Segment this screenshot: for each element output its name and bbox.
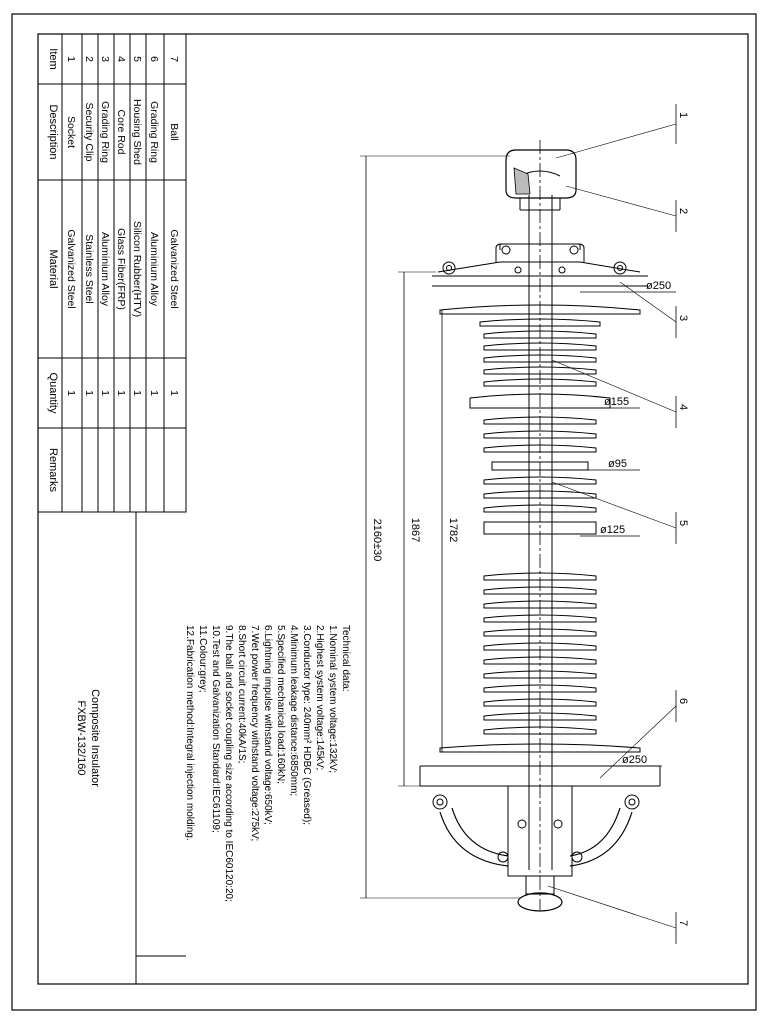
drawing-code: FXBW-132/160	[75, 700, 87, 775]
row-6-quantity: 1	[148, 390, 160, 396]
callout-7: 7	[677, 920, 689, 926]
row-5-item: 5	[131, 56, 143, 62]
inner-border	[37, 33, 749, 985]
row-4-item: 4	[115, 56, 127, 62]
technical-data-line: 6.Lightning impulse withstand voltage:65…	[262, 625, 273, 825]
row-3-description: Grading Ring	[99, 101, 111, 163]
row-4-quantity: 1	[115, 390, 127, 396]
row-5-quantity: 1	[131, 390, 143, 396]
row-7-quantity: 1	[168, 390, 180, 396]
row-1-material: Galvanized Steel	[65, 229, 77, 308]
header-material: Material	[47, 249, 59, 288]
row-3-item: 3	[99, 56, 111, 62]
callout-2: 2	[677, 208, 689, 214]
row-7-item: 7	[168, 56, 180, 62]
technical-data-line: 10.Test and Galvanization Standard:IEC61…	[210, 625, 221, 833]
ball-fitting	[517, 875, 563, 912]
row-5-material: Silicon Rubber(HTV)	[131, 221, 143, 317]
row-1-description: Socket	[65, 116, 77, 148]
row-3-quantity: 1	[99, 390, 111, 396]
technical-data-heading: Technical data:	[340, 625, 351, 692]
row-7-description: Ball	[168, 123, 180, 141]
row-2-material: Stainless Steel	[83, 234, 95, 303]
row-1-item: 1	[65, 56, 77, 62]
callouts: 1 2 3 4 5 6 7	[547, 104, 689, 944]
row-7-material: Galvanized Steel	[168, 229, 180, 308]
technical-data-line: 11.Colour:grey;	[197, 625, 208, 693]
callout-1: 1	[677, 112, 689, 118]
technical-data-line: 8.Short circuit current:40kA/1S;	[236, 625, 247, 763]
callout-6: 6	[677, 698, 689, 704]
technical-data-line: 1.Nominal system voltage:132kV;	[327, 625, 338, 773]
dimension-large-shed: ø155	[604, 396, 629, 408]
callout-4: 4	[677, 404, 689, 410]
outer-border	[11, 13, 757, 1011]
dimension-overall: 2160±30	[371, 519, 383, 562]
technical-data-line: 5.Specified mechanical load:160kN;	[275, 625, 286, 784]
header-quantity: Quantity	[47, 373, 59, 414]
technical-data-line: 9.The ball and socket coupling size acco…	[223, 625, 234, 902]
row-6-material: Aluminium Alloy	[148, 232, 160, 307]
row-2-item: 2	[83, 56, 95, 62]
dimension-housing: 1782	[447, 518, 459, 542]
callout-3: 3	[677, 315, 689, 321]
header-item: Item	[47, 48, 59, 69]
dimension-mid-shed: ø125	[600, 524, 625, 536]
dimension-ring-span: 1867	[409, 518, 421, 542]
top-grading-ring	[432, 243, 648, 287]
row-2-description: Security Clip	[83, 103, 95, 162]
row-4-description: Core Rod	[115, 110, 127, 155]
dimension-top-ring: ø250	[646, 280, 671, 292]
socket-fitting	[505, 149, 577, 211]
bom-table: Item Description Material Quantity Remar…	[37, 33, 187, 513]
technical-data-line: 7.Wet power frequency withstand voltage:…	[249, 625, 260, 841]
dimension-bottom-ring: ø250	[622, 754, 647, 766]
technical-data-line: 2.Highest system voltage:145kV;	[314, 625, 325, 770]
row-6-item: 6	[148, 56, 160, 62]
technical-data-line: 12.Fabrication method:Integral injection…	[184, 625, 195, 841]
row-3-material: Aluminium Alloy	[99, 232, 111, 307]
row-4-material: Glass Fiber(FRP)	[115, 228, 127, 310]
title-block: Composite Insulator FXBW-132/160	[37, 511, 186, 984]
technical-data: Technical data: 1.Nominal system voltage…	[184, 625, 351, 902]
row-2-quantity: 1	[83, 390, 95, 396]
dimension-small-shed: ø95	[608, 458, 627, 470]
technical-data-line: 3.Conductor type: 240mm² HDBC (Greased);	[301, 625, 312, 825]
row-5-description: Housing Shed	[131, 99, 143, 165]
technical-data-line: 4.Minimum leakage distance:6850mm;	[288, 625, 299, 796]
callout-5: 5	[677, 520, 689, 526]
header-description: Description	[47, 104, 59, 159]
header-remarks: Remarks	[47, 448, 59, 493]
row-1-quantity: 1	[65, 390, 77, 396]
row-6-description: Grading Ring	[148, 101, 160, 163]
drawing-title: Composite Insulator	[89, 689, 101, 787]
dimension-lines: 2160±30 1867 1782 ø250 ø155 ø95 ø125 ø25…	[360, 155, 676, 899]
